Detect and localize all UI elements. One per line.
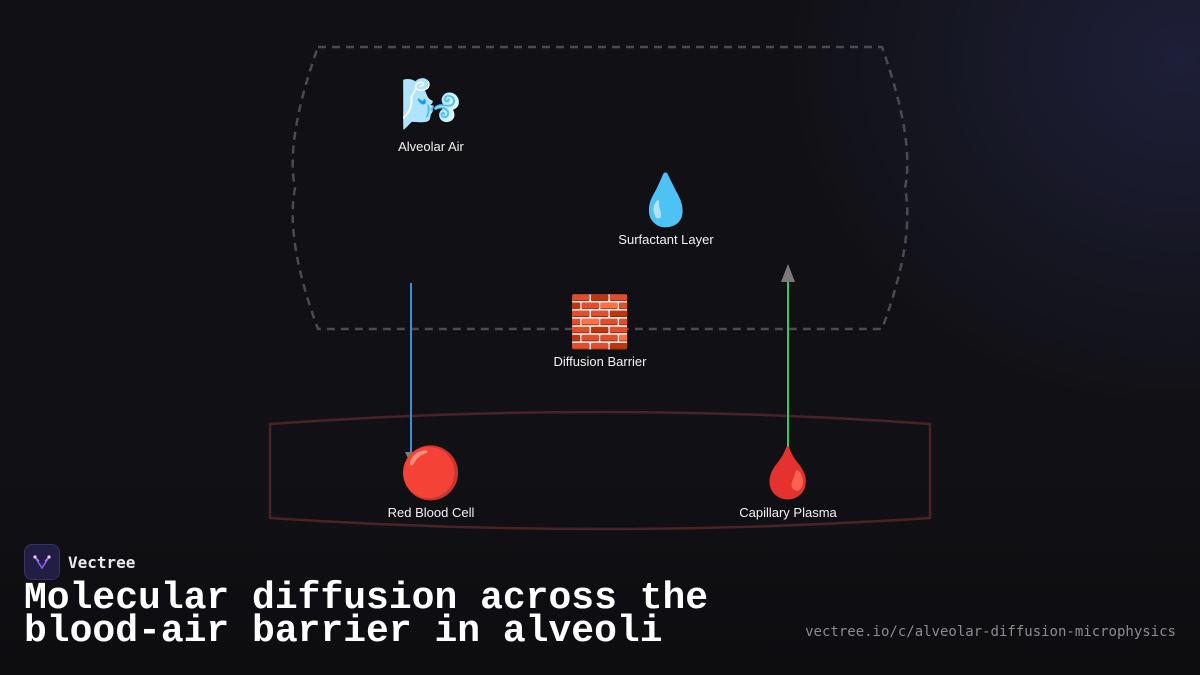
node-label: Surfactant Layer	[618, 232, 714, 247]
node-label: Alveolar Air	[398, 139, 464, 154]
node-alveolar-air: 🌬️ Alveolar Air	[351, 76, 511, 154]
node-label: Capillary Plasma	[739, 505, 837, 520]
node-surfactant-layer: 💧 Surfactant Layer	[586, 172, 746, 247]
node-label: Diffusion Barrier	[553, 354, 647, 369]
oxygen-arrowhead	[405, 452, 417, 465]
capillary-boundary	[268, 410, 932, 531]
node-red-blood-cell: 🔴 Red Blood Cell	[351, 445, 511, 520]
brand-name: Vectree	[68, 552, 136, 572]
node-capillary-plasma: 🩸 Capillary Plasma	[708, 445, 868, 520]
brand: Vectree	[24, 544, 135, 580]
source-url[interactable]: vectree.io/c/alveolar-diffusion-microphy…	[805, 624, 1176, 640]
co2-arrowhead	[781, 264, 795, 282]
brick-wall-icon: 🧱	[568, 294, 632, 350]
droplet-icon: 💧	[634, 172, 698, 228]
page-title: Molecular diffusion across the blood-air…	[24, 577, 709, 653]
node-label: Red Blood Cell	[387, 505, 475, 520]
node-diffusion-barrier: 🧱 Diffusion Barrier	[520, 294, 680, 369]
wind-icon: 🌬️	[399, 76, 463, 132]
vectree-logo-icon	[24, 544, 60, 580]
blood-drop-icon: 🩸	[756, 445, 820, 501]
red-circle-icon: 🔴	[399, 445, 463, 501]
